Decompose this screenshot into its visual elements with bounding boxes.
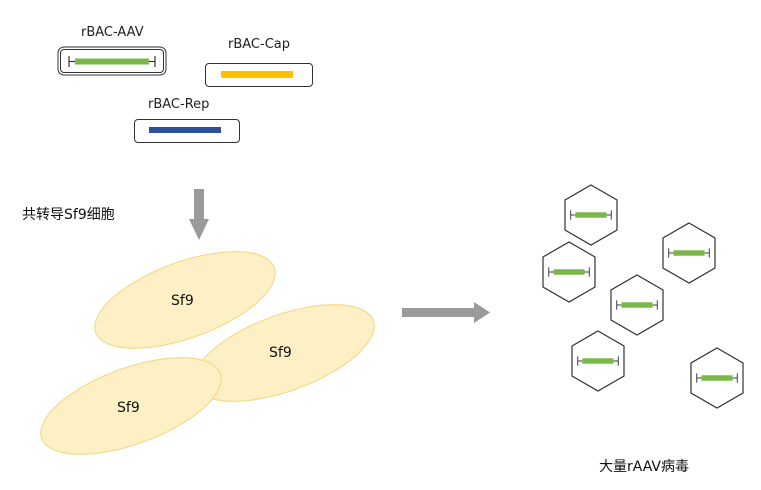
virion-5 [572, 331, 624, 391]
virion-1 [565, 185, 617, 245]
virion-6 [691, 348, 743, 408]
virion-2 [543, 242, 595, 302]
cell-label-3: Sf9 [117, 400, 140, 416]
itr-genome-icon [68, 56, 156, 67]
cell-label-1: Sf9 [171, 293, 194, 309]
virion-3 [663, 223, 715, 283]
cap-gene-bar [221, 71, 293, 78]
plasmid-label-cap: rBAC-Cap [228, 37, 290, 52]
plasmid-box-aav [60, 49, 164, 73]
cell-3 [40, 357, 222, 455]
result-label: 大量rAAV病毒 [599, 459, 689, 475]
down-arrow-icon [189, 189, 209, 240]
plasmid-label-rep: rBAC-Rep [148, 97, 210, 112]
rep-gene-bar [149, 127, 221, 133]
transduction-step-label: 共转导Sf9细胞 [22, 207, 115, 223]
cell-label-2: Sf9 [269, 345, 292, 361]
cell-1 [94, 251, 276, 349]
plasmid-label-aav: rBAC-AAV [81, 25, 144, 40]
plasmid-box-rep [134, 119, 240, 143]
plasmid-box-cap [205, 63, 313, 87]
virion-4 [611, 275, 663, 335]
right-arrow-icon [402, 302, 490, 323]
